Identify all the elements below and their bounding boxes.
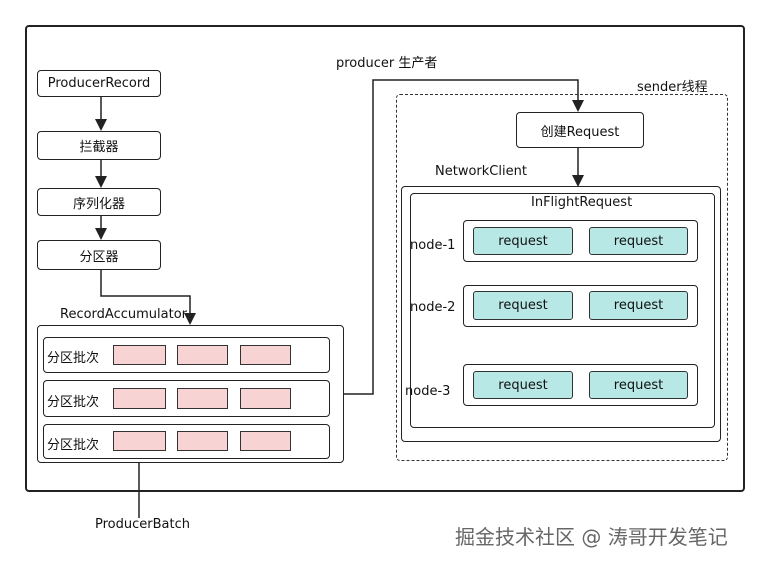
- node-label-3: node-3: [405, 384, 451, 399]
- batch-cell: [240, 388, 291, 409]
- batch-cell: [113, 431, 166, 451]
- create-request-box: 创建Request: [516, 112, 644, 148]
- node-label-2: node-2: [410, 300, 456, 315]
- batch-cell: [177, 345, 228, 365]
- serializer-box: 序列化器: [37, 188, 161, 216]
- inflight-title: InFlightRequest: [531, 195, 633, 210]
- request-chip: request: [473, 291, 573, 320]
- interceptor-box: 拦截器: [37, 131, 161, 160]
- producer-batch-label: ProducerBatch: [95, 517, 190, 532]
- batch-cell: [240, 345, 291, 365]
- request-chip: request: [589, 371, 688, 399]
- node-label-1: node-1: [410, 238, 456, 253]
- producer-label: producer 生产者: [336, 56, 438, 71]
- arrow-accumulator-to-sender: [344, 79, 584, 395]
- accumulator-title: RecordAccumulator: [60, 307, 187, 322]
- arrow-partitioner-to-accumulator: [100, 270, 196, 325]
- batch-cell: [240, 431, 291, 451]
- request-chip: request: [589, 227, 688, 255]
- sender-thread: [396, 94, 728, 461]
- partitioner-box: 分区器: [37, 240, 161, 270]
- outer-frame: [25, 25, 745, 492]
- partition-batch-label-2: 分区批次: [47, 395, 100, 410]
- network-client-title: NetworkClient: [435, 164, 527, 179]
- batch-cell: [177, 388, 228, 409]
- watermark-text: 掘金技术社区 @ 涛哥开发笔记: [455, 525, 728, 549]
- request-chip: request: [589, 291, 688, 320]
- batch-cell: [177, 431, 228, 451]
- partition-batch-label-1: 分区批次: [47, 351, 100, 366]
- request-chip: request: [473, 371, 573, 399]
- producer-record-box: ProducerRecord: [37, 70, 161, 97]
- batch-cell: [113, 345, 166, 365]
- partition-batch-label-3: 分区批次: [47, 438, 100, 453]
- request-chip: request: [473, 227, 573, 255]
- sender-title: sender线程: [637, 80, 708, 95]
- batch-cell: [113, 388, 166, 409]
